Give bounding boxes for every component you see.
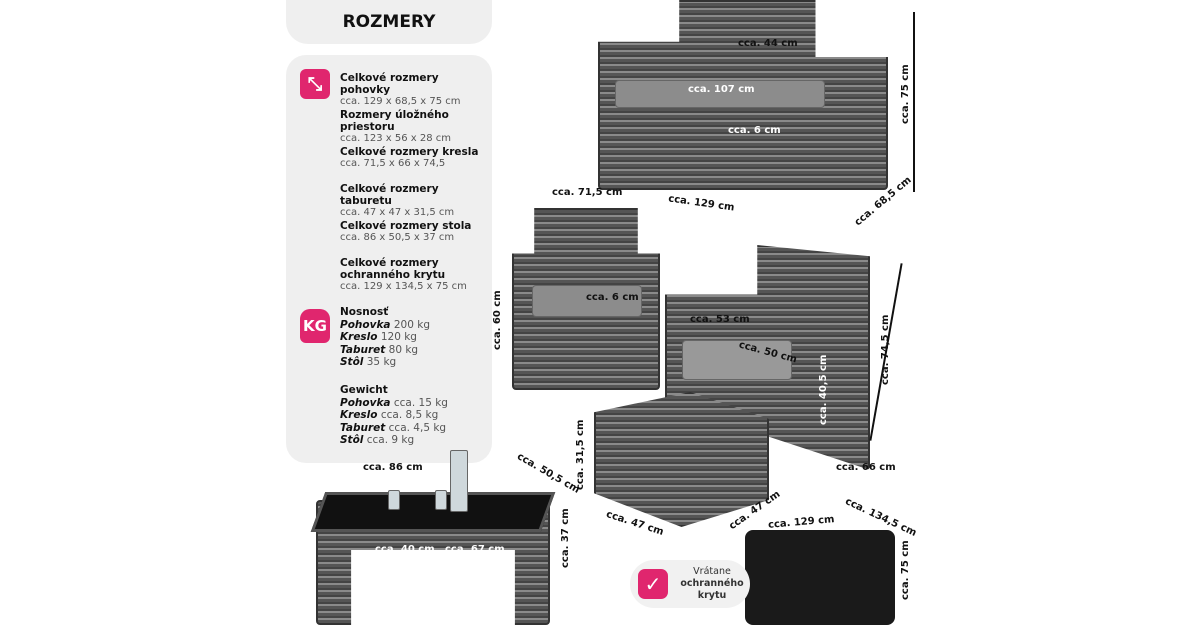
load-capacity: Nosnosť Pohovka 200 kg Kreslo 120 kg Tab… [340, 306, 430, 368]
weight: Gewicht Pohovka cca. 15 kg Kreslo cca. 8… [340, 384, 448, 446]
cover-included-badge: ✓ Vrátane ochranného krytu [630, 560, 750, 608]
stool-image [594, 392, 769, 527]
dim-cover-height: cca. 75 cm [900, 540, 911, 600]
dim-sofa-back: cca. 44 cm [738, 38, 798, 49]
table-glass-top [310, 492, 556, 532]
protective-cover-image [745, 530, 895, 625]
kg-weight-icon: KG [300, 309, 330, 343]
dim-sofa-cushion: cca. 6 cm [728, 125, 781, 136]
section-title: ROZMERY [286, 0, 492, 44]
dim-chair1-cushion: cca. 6 cm [586, 292, 639, 303]
dim-cover-width: cca. 129 cm [767, 514, 835, 531]
dim-chair2-seat-depth: cca. 53 cm [690, 314, 750, 325]
carafe [450, 450, 468, 512]
sofa-cushion [615, 80, 825, 108]
dim-chair1-height: cca. 60 cm [492, 290, 503, 350]
dim-sofa-seat: cca. 107 cm [688, 84, 755, 95]
dim-sofa-width: cca. 129 cm [667, 193, 736, 214]
dim-table-width: cca. 86 cm [363, 462, 423, 473]
checkmark-icon: ✓ [638, 569, 668, 599]
glass [435, 490, 447, 510]
armchair-cushion [532, 285, 642, 317]
glass [388, 490, 400, 510]
dim-chair1-width: cca. 71,5 cm [552, 187, 623, 198]
dim-table-shelf-1: cca. 40 cm [375, 544, 435, 555]
dim-line [913, 12, 915, 192]
dim-sofa-height: cca. 75 cm [900, 64, 911, 124]
resize-arrows-icon: ⤡ [300, 69, 330, 99]
dim-chair2-arm: cca. 40,5 cm [818, 354, 829, 425]
armchair-seat-cushion [682, 340, 792, 380]
dim-stool-height: cca. 31,5 cm [575, 419, 586, 490]
dim-table-height: cca. 37 cm [560, 508, 571, 568]
dim-chair2-height: cca. 74,5 cm [880, 314, 891, 385]
dim-table-shelf-2: cca. 67 cm [445, 544, 505, 555]
dim-chair2-depth: cca. 66 cm [836, 462, 896, 473]
dim-table-depth: cca. 50,5 cm [514, 451, 582, 496]
